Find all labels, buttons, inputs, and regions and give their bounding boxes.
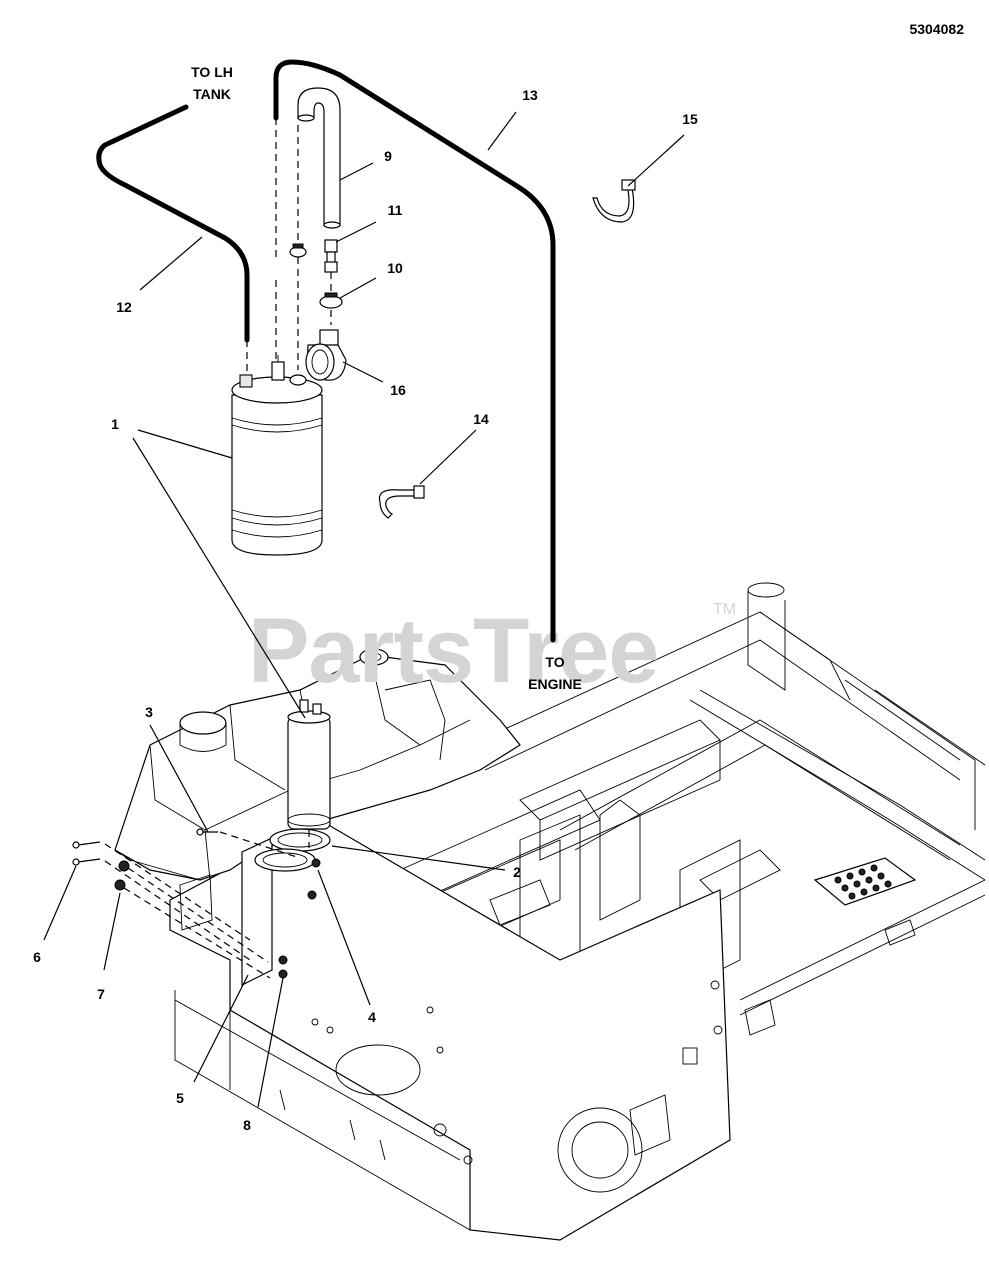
watermark-tm: TM (713, 601, 736, 618)
hose-13 (273, 59, 556, 643)
diagram-number: 5304082 (909, 21, 964, 37)
part-number-4: 4 (368, 1009, 376, 1025)
callout-to-lh-tank-line1: TO LH (191, 64, 233, 80)
part-number-16: 16 (390, 382, 406, 398)
part-number-6: 6 (33, 949, 41, 965)
valve-11 (324, 239, 338, 273)
part-number-3: 3 (145, 704, 153, 720)
part-number-13: 13 (522, 87, 538, 103)
panel-holes (834, 864, 892, 900)
hose-clamp-left (289, 243, 307, 258)
callouts: TO LH TANK TO ENGINE (191, 64, 582, 692)
mower-frame (169, 582, 986, 1241)
hose-clamp-10 (319, 292, 343, 309)
part-number-10: 10 (387, 260, 403, 276)
part-number-1: 1 (111, 416, 119, 432)
charcoal-canister-1 (231, 355, 323, 556)
part-number-7: 7 (97, 986, 105, 1002)
watermark-text: PartsTree (248, 600, 658, 702)
assembly-lines (104, 830, 310, 979)
canister-bracket (241, 828, 331, 986)
elbow-fitting-16 (305, 329, 347, 381)
part-number-9: 9 (384, 148, 392, 164)
callout-to-engine-line1: TO (545, 654, 564, 670)
strap-15 (592, 179, 636, 223)
part-numbers: 1 2 3 4 5 6 7 8 9 10 11 12 13 14 15 16 (33, 87, 698, 1133)
hardware (72, 828, 218, 891)
leader-lines (43, 111, 685, 1108)
part-number-11: 11 (388, 202, 403, 218)
part-number-8: 8 (243, 1117, 251, 1133)
callout-to-engine-line2: ENGINE (528, 676, 582, 692)
callout-to-lh-tank-line2: TANK (193, 86, 231, 102)
part-number-5: 5 (176, 1090, 184, 1106)
hose-12 (96, 104, 250, 343)
part-number-12: 12 (116, 299, 132, 315)
canister-installed (287, 699, 331, 830)
watermark: PartsTree TM (248, 600, 736, 702)
strap-14 (378, 485, 425, 519)
part-number-15: 15 (682, 111, 698, 127)
part-number-14: 14 (473, 411, 489, 427)
part-number-2: 2 (513, 864, 521, 880)
tube-9 (297, 87, 341, 229)
